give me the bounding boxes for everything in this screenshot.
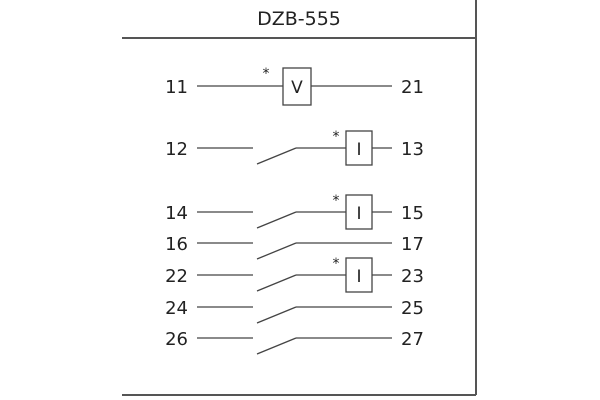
terminal-label-right: 23	[401, 266, 424, 287]
terminal-label-left: 16	[165, 234, 188, 255]
terminal-label-left: 11	[165, 77, 188, 98]
terminal-label-right: 21	[401, 77, 424, 98]
polarity-mark: *	[333, 193, 340, 209]
coil-symbol: V	[291, 78, 303, 98]
contact-blade	[256, 211, 297, 229]
polarity-mark: *	[263, 66, 270, 82]
coil-symbol: I	[356, 204, 361, 224]
terminal-label-right: 27	[401, 329, 424, 350]
current-coil-box	[345, 194, 373, 230]
device-title: DZB-555	[257, 8, 341, 30]
contact-blade	[256, 337, 297, 355]
terminal-label-right: 15	[401, 203, 424, 224]
contact-row: 24 25	[165, 298, 424, 324]
terminal-label-left: 12	[165, 139, 188, 160]
terminal-label-right: 25	[401, 298, 424, 319]
terminal-label-right: 13	[401, 139, 424, 160]
contact-blade	[256, 306, 297, 324]
voltage-coil-box	[282, 67, 312, 106]
voltage-coil-row: 11 V * 21	[165, 66, 424, 106]
contact-row: 14 I * 15	[165, 193, 424, 230]
terminal-label-left: 14	[165, 203, 188, 224]
polarity-mark: *	[333, 129, 340, 145]
contact-blade	[256, 242, 297, 260]
terminal-label-right: 17	[401, 234, 424, 255]
terminal-label-left: 24	[165, 298, 188, 319]
contact-blade	[256, 274, 297, 292]
contact-row: 26 27	[165, 329, 424, 355]
coil-symbol: I	[356, 267, 361, 287]
contact-row: 22 I * 23	[165, 256, 424, 293]
contact-row: 12 I * 13	[165, 129, 424, 166]
coil-symbol: I	[356, 140, 361, 160]
contact-blade	[256, 147, 297, 165]
terminal-label-left: 22	[165, 266, 188, 287]
current-coil-box	[345, 257, 373, 293]
terminal-label-left: 26	[165, 329, 188, 350]
polarity-mark: *	[333, 256, 340, 272]
